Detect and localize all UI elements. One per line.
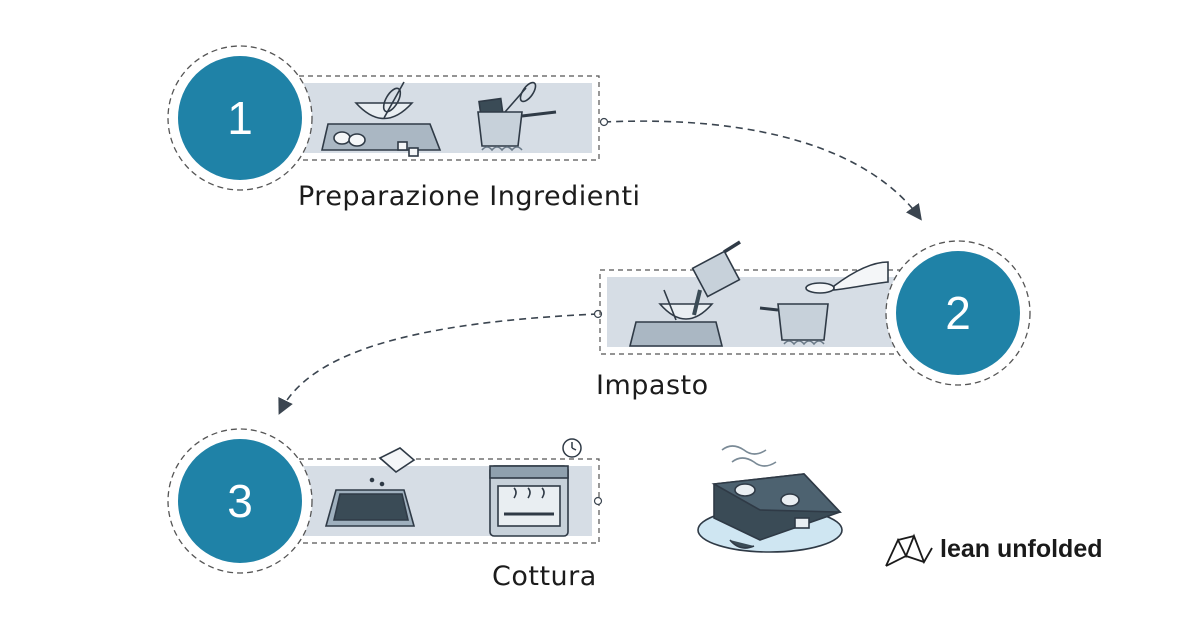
oven-icon — [489, 465, 569, 537]
lean-unfolded-logo-icon — [885, 533, 933, 567]
whisk-bowl-icon — [320, 81, 442, 157]
timer-icon — [562, 438, 582, 458]
pot-spoon-icon — [759, 261, 889, 346]
connector-arrow-1-2 — [603, 120, 922, 221]
step-2-number: 2 — [945, 287, 971, 339]
step-2-panel — [599, 240, 1031, 386]
connector-arrow-2-3 — [278, 313, 599, 415]
pouring-pot-icon — [628, 240, 741, 347]
step-3-panel — [167, 428, 603, 574]
brownie-plate-icon — [697, 445, 843, 553]
saucepan-chocolate-icon — [477, 81, 557, 152]
step-1-number: 1 — [227, 92, 253, 144]
step-1-label: Preparazione Ingredienti — [298, 181, 641, 212]
step-2-label: Impasto — [596, 370, 709, 401]
brand-name: lean unfolded — [940, 535, 1103, 563]
baking-tray-icon — [324, 447, 416, 527]
step-3-label: Cottura — [492, 561, 597, 592]
step-1-panel — [167, 45, 600, 191]
step-3-number: 3 — [227, 475, 253, 527]
